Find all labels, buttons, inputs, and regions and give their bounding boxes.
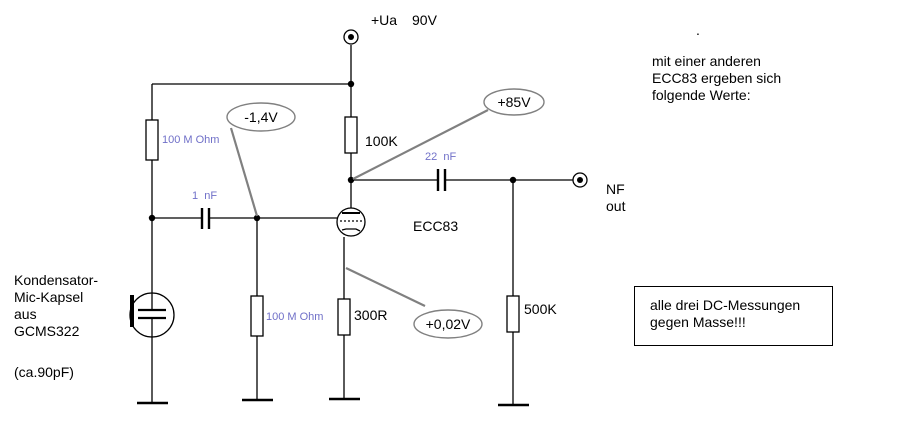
dc-measurement-note-box: alle drei DC-Messungen gegen Masse!!! xyxy=(634,286,833,346)
resistor-output-load-label: 500K xyxy=(524,301,557,317)
mic-line-4: GCMS322 xyxy=(14,323,80,339)
mic-line-3: aus xyxy=(14,306,37,322)
resistor-cathode-label: 300R xyxy=(354,307,387,323)
tube-symbol xyxy=(336,207,366,237)
resistor-anode xyxy=(344,116,358,154)
measurement-cathode-label: +0,02V xyxy=(426,316,471,332)
output-label-line2: out xyxy=(606,198,626,214)
wires xyxy=(151,45,574,405)
capacitor-output xyxy=(436,169,447,191)
resistor-cathode xyxy=(337,298,351,336)
measurement-anode-bubble: +85V xyxy=(483,88,545,116)
output-label-line1: NF xyxy=(606,181,625,197)
measurement-grid-bubble: -1,4V xyxy=(226,102,296,132)
microphone-capsule xyxy=(129,292,175,338)
note-line-2: ECC83 ergeben sich xyxy=(652,70,782,86)
measurement-cathode-bubble: +0,02V xyxy=(413,309,483,339)
capacitor-input xyxy=(200,208,211,229)
resistor-grid-leak-label: 100 M Ohm xyxy=(266,311,323,323)
capacitor-output-label: 22 nF xyxy=(425,151,456,163)
box-note-line-2: gegen Masse!!! xyxy=(650,314,746,330)
resistor-anode-label: 100K xyxy=(365,133,398,149)
capacitor-input-label: 1 nF xyxy=(192,190,217,202)
supply-label: +Ua xyxy=(371,12,397,28)
mic-capacitance: (ca.90pF) xyxy=(14,364,74,380)
resistor-mic-bias xyxy=(145,119,159,161)
tube-type-label: ECC83 xyxy=(413,218,458,234)
supply-terminal xyxy=(343,29,359,45)
measurement-anode-label: +85V xyxy=(497,94,531,110)
measurement-pointers xyxy=(229,109,489,307)
box-note-line-1: alle drei DC-Messungen xyxy=(650,297,801,313)
note-marker: . xyxy=(696,22,700,38)
note-line-1: mit einer anderen xyxy=(652,53,761,69)
note-line-3: folgende Werte: xyxy=(652,87,751,103)
junction-dots xyxy=(148,80,517,222)
resistor-output-load xyxy=(506,295,520,333)
measurement-grid-label: -1,4V xyxy=(244,109,278,125)
resistor-grid-leak xyxy=(250,295,264,337)
ground-symbols xyxy=(137,397,529,407)
output-terminal xyxy=(572,172,588,188)
mic-line-1: Kondensator- xyxy=(14,272,99,288)
mic-description: Kondensator- Mic-Kapsel aus GCMS322 xyxy=(14,272,98,340)
alternate-tube-note: mit einer anderen ECC83 ergeben sich fol… xyxy=(652,53,781,104)
mic-line-2: Mic-Kapsel xyxy=(14,289,84,305)
supply-voltage: 90V xyxy=(412,12,438,28)
resistor-mic-bias-label: 100 M Ohm xyxy=(162,134,219,146)
